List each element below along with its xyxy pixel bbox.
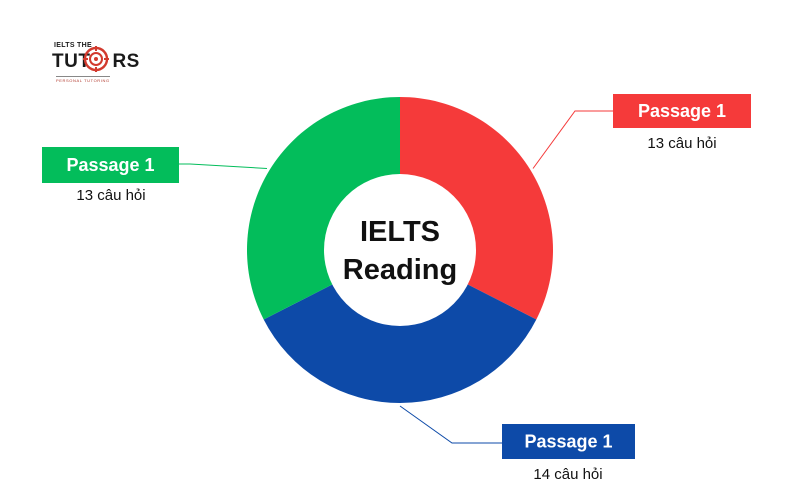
logo-main-left: TUT — [52, 51, 91, 72]
logo-main-right: RS — [112, 51, 140, 72]
brand-logo: IELTS THE TUT RS PERSONAL TUTORING — [46, 38, 146, 88]
donut-slice-2 — [263, 250, 537, 403]
callout-label-3: Passage 1 — [66, 155, 154, 175]
logo-top-text: IELTS THE — [54, 42, 92, 49]
logo-main-text: TUT RS — [52, 52, 140, 72]
callout-label-box-1 — [613, 94, 751, 128]
callout-label-2: Passage 1 — [524, 432, 612, 452]
callout-question-count-2: 14 câu hỏi — [533, 466, 602, 483]
callout-question-count-3: 13 câu hỏi — [76, 187, 145, 204]
callout-leader-2 — [399, 405, 502, 444]
center-title-line1: IELTS — [360, 216, 440, 248]
donut-hole — [324, 174, 476, 326]
callout-leader-3 — [179, 163, 268, 169]
callout-label-box-2 — [502, 424, 635, 459]
callout-leader-1 — [532, 110, 613, 169]
target-icon — [83, 46, 109, 72]
logo-tagline: PERSONAL TUTORING — [56, 76, 110, 83]
center-title-line2: Reading — [343, 254, 457, 286]
callout-label-box-3 — [42, 147, 179, 183]
callout-label-1: Passage 1 — [638, 101, 726, 121]
callout-question-count-1: 13 câu hỏi — [647, 135, 716, 152]
